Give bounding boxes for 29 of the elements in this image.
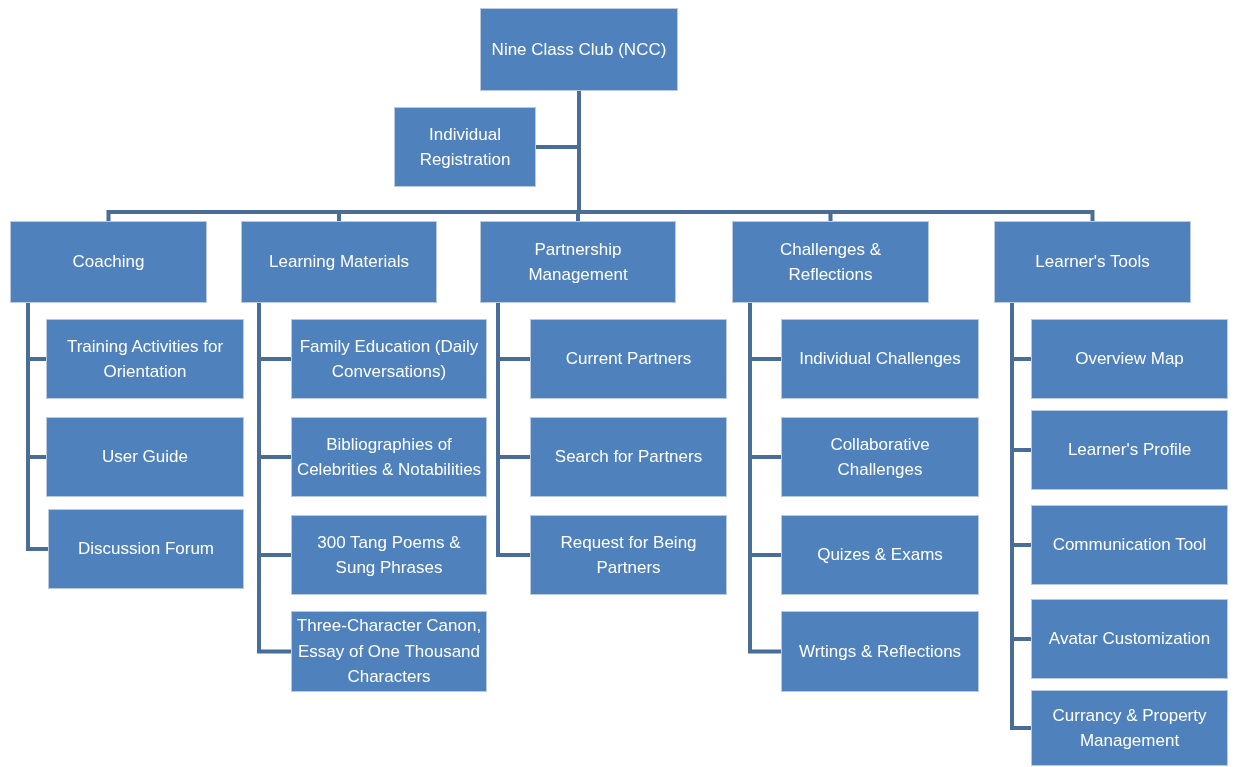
org-box: Search for Partners [530, 417, 727, 497]
connector-line [1010, 303, 1031, 730]
org-box: Individual Registration [394, 107, 536, 187]
org-box: Quizes & Exams [781, 515, 979, 595]
org-box: User Guide [46, 417, 244, 497]
connector-line [257, 303, 291, 654]
org-box: Three-Character Canon, Essay of One Thousand Characters [291, 611, 487, 692]
org-box: Currancy & Property Management [1031, 690, 1228, 766]
org-box: Overview Map [1031, 319, 1228, 399]
org-box: Family Education (Daily Conversations) [291, 319, 487, 399]
org-box: 300 Tang Poems & Sung Phrases [291, 515, 487, 595]
org-box: Training Activities for Orientation [46, 319, 244, 399]
org-box: Avatar Customization [1031, 599, 1228, 679]
org-box: Learner's Profile [1031, 410, 1228, 490]
org-box: Communication Tool [1031, 505, 1228, 585]
org-box: Coaching [10, 221, 207, 303]
org-box: Nine Class Club (NCC) [480, 8, 678, 91]
org-box: Individual Challenges [781, 319, 979, 399]
org-box: Collaborative Challenges [781, 417, 979, 497]
org-box: Learning Materials [241, 221, 437, 303]
org-box: Request for Being Partners [530, 515, 727, 595]
org-box: Wrtings & Reflections [781, 611, 979, 692]
org-box: Discussion Forum [48, 509, 244, 589]
org-box: Bibliographies of Celebrities & Notabilities [291, 417, 487, 497]
org-box: Learner's Tools [994, 221, 1191, 303]
org-box: Partnership Management [480, 221, 676, 303]
connector-line [748, 303, 781, 654]
org-box: Challenges & Reflections [732, 221, 929, 303]
org-box: Current Partners [530, 319, 727, 399]
